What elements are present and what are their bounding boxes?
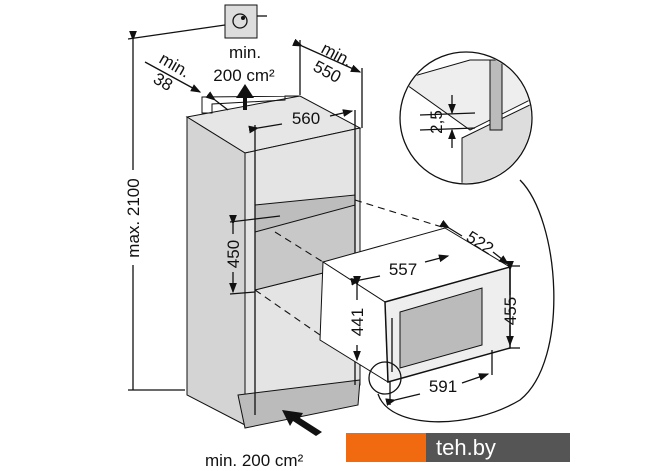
airflow-up-arrow: [236, 84, 254, 110]
svg-text:455: 455: [501, 297, 520, 325]
airflow-in-arrow: [282, 410, 322, 436]
niche-width-dimension: 560: [248, 109, 354, 134]
wine-cabinet-appliance: [319, 227, 512, 383]
svg-text:441: 441: [348, 308, 367, 336]
svg-text:560: 560: [292, 109, 320, 128]
svg-text:557: 557: [389, 260, 417, 279]
depth-dimension: min. 550: [292, 38, 363, 128]
niche-height-dimension: 450: [224, 214, 281, 295]
top-vent-label: min. 200 cm²: [213, 43, 275, 110]
svg-text:591: 591: [429, 377, 457, 396]
svg-text:450: 450: [224, 240, 243, 268]
watermark-text: teh.by: [426, 433, 570, 462]
svg-text:min.: min.: [229, 43, 261, 62]
svg-text:2,5: 2,5: [427, 110, 446, 134]
watermark-logo: teh.by: [346, 433, 570, 462]
max-height-label: max. 2100: [124, 178, 143, 257]
bottom-vent-label: min. 200 cm²: [205, 451, 304, 470]
svg-text:200 cm²: 200 cm²: [213, 66, 275, 85]
power-socket-icon: [224, 4, 267, 39]
height-dimension: max. 2100: [124, 24, 226, 391]
door-gap-detail: 2,5: [368, 51, 555, 423]
